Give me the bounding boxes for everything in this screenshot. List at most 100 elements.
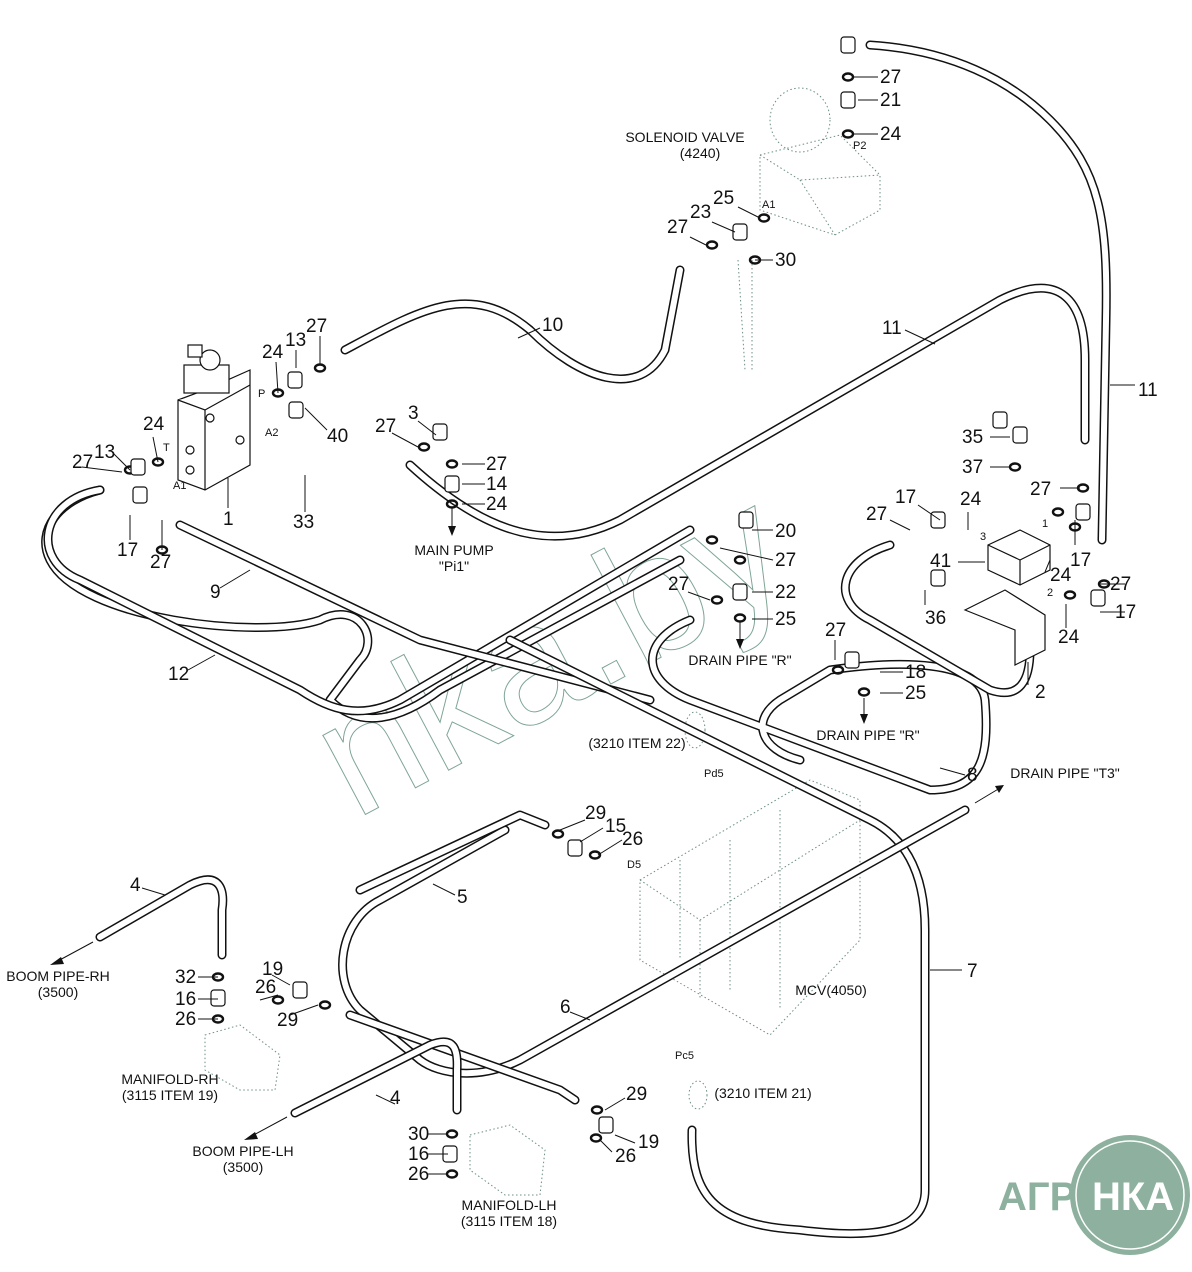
port-label-port2: 2 xyxy=(1047,587,1053,599)
part-callout-29: 29 xyxy=(277,1010,298,1031)
flow-arrows xyxy=(50,508,1004,1140)
drain-pipe-r-label-2: DRAIN PIPE "R" xyxy=(816,727,919,743)
part-callout-11: 11 xyxy=(1138,380,1158,401)
o-ring-icon xyxy=(445,459,459,469)
o-ring-icon xyxy=(1051,507,1065,517)
part-callout-33: 33 xyxy=(293,512,314,533)
part-callout-16: 16 xyxy=(175,989,196,1010)
part-callout-26: 26 xyxy=(622,829,643,850)
logo-circle xyxy=(1070,1135,1190,1255)
mcv-label: MCV(4050) xyxy=(795,982,867,998)
arrow-drain-t3 xyxy=(974,785,1004,804)
callout-leader-line xyxy=(375,1094,396,1105)
part-callout-12: 12 xyxy=(168,664,189,685)
callout-leader-line xyxy=(687,591,711,601)
part-callout-24: 24 xyxy=(262,342,284,363)
fitting-icon xyxy=(732,223,748,241)
hose-4-lh xyxy=(290,1037,462,1118)
fitting-icon xyxy=(1090,589,1106,607)
callout-leader-line xyxy=(599,1139,613,1153)
part-callout-29: 29 xyxy=(585,803,606,824)
fitting-icon xyxy=(1012,426,1028,444)
callout-leader-line xyxy=(559,819,586,831)
hose-11b xyxy=(865,40,1111,545)
part-callout-27: 27 xyxy=(866,504,887,525)
logo-text-right: НКА xyxy=(1092,1175,1174,1219)
part-callout-18: 18 xyxy=(905,662,926,683)
callout-leader-line xyxy=(141,887,166,896)
hose-6 xyxy=(338,805,970,1078)
part-callout-17: 17 xyxy=(895,487,916,508)
callout-leader-line xyxy=(271,974,291,986)
fitting-icon xyxy=(930,511,946,529)
callout-leader-line xyxy=(579,827,604,843)
callout-leader-line xyxy=(917,504,941,521)
o-ring-icon xyxy=(841,129,855,139)
callout-leader-line xyxy=(304,407,328,431)
callout-leader-line xyxy=(719,547,774,561)
bracket-2 xyxy=(963,589,1046,666)
part-callout-24: 24 xyxy=(143,414,165,435)
hose-9 xyxy=(175,520,655,705)
part-callout-27: 27 xyxy=(1110,574,1131,595)
part-callout-4: 4 xyxy=(390,1088,401,1109)
part-callout-6: 6 xyxy=(560,997,571,1018)
o-ring-icon xyxy=(551,829,565,839)
agronka-logo: АГРО НКА xyxy=(998,1135,1190,1255)
o-ring-icon xyxy=(841,72,855,82)
port-label-t: T xyxy=(163,442,170,454)
fitting-icon xyxy=(1075,503,1091,521)
fitting-icon xyxy=(844,651,860,669)
part-callout-27: 27 xyxy=(375,416,396,437)
solenoid-valve-label-1: SOLENOID VALVE xyxy=(625,129,744,145)
part-callout-8: 8 xyxy=(967,765,978,786)
manifold-lh-label-1: MANIFOLD-LH xyxy=(462,1197,557,1213)
hoses xyxy=(41,40,1111,1239)
part-callout-24: 24 xyxy=(960,489,982,510)
arrow-drain-r-1 xyxy=(736,622,744,649)
port-label-pc5: Pc5 xyxy=(675,1050,694,1062)
part-callout-27: 27 xyxy=(486,454,507,475)
manifold-lh-label-2: (3115 ITEM 18) xyxy=(461,1213,557,1229)
part-callout-10: 10 xyxy=(542,315,563,336)
hose-11a xyxy=(405,283,1090,541)
boom-pipe-lh-label-2: (3500) xyxy=(223,1159,263,1175)
port-label-port1: 1 xyxy=(1042,518,1048,530)
part-callout-24: 24 xyxy=(1050,565,1072,586)
part-callout-16: 16 xyxy=(408,1144,429,1165)
part-callout-27: 27 xyxy=(775,550,796,571)
callout-leader-line xyxy=(689,236,707,246)
boom-pipe-rh-label-2: (3500) xyxy=(38,984,78,1000)
port-label-port3: 3 xyxy=(980,531,986,543)
port-label-a1-sol: A1 xyxy=(762,199,775,211)
part-callout-2: 2 xyxy=(1035,682,1046,703)
port-label-a1-blk: A1 xyxy=(173,480,186,492)
o-ring-icon xyxy=(857,687,871,697)
part-callout-40: 40 xyxy=(327,426,348,447)
part-callout-32: 32 xyxy=(175,967,196,988)
hose-8 xyxy=(648,615,991,795)
part-callout-20: 20 xyxy=(775,521,796,542)
o-ring-icon xyxy=(705,535,719,545)
part-callout-24: 24 xyxy=(880,124,902,145)
arrow-boom-lh xyxy=(244,1116,288,1140)
boom-pipe-rh-label-1: BOOM PIPE-RH xyxy=(6,968,109,984)
hose-4-rh xyxy=(95,875,228,960)
part-callout-25: 25 xyxy=(905,683,926,704)
part-callout-17: 17 xyxy=(1115,602,1136,623)
callout-leader-line xyxy=(939,767,966,776)
logo-text-left: АГРО xyxy=(998,1175,1107,1219)
o-ring-icon xyxy=(710,595,724,605)
part-callout-21: 21 xyxy=(880,90,901,111)
part-callout-4: 4 xyxy=(130,875,141,896)
o-ring-icon xyxy=(1008,462,1022,472)
item22-ref-label: (3210 ITEM 22) xyxy=(588,735,685,751)
fitting-icon xyxy=(210,989,226,1007)
drain-pipe-t3-label: DRAIN PIPE "T3" xyxy=(1010,765,1120,781)
fittings xyxy=(123,36,1111,1179)
part-callout-7: 7 xyxy=(967,961,978,982)
fitting-icon xyxy=(567,839,583,857)
leaders xyxy=(81,76,1135,1175)
